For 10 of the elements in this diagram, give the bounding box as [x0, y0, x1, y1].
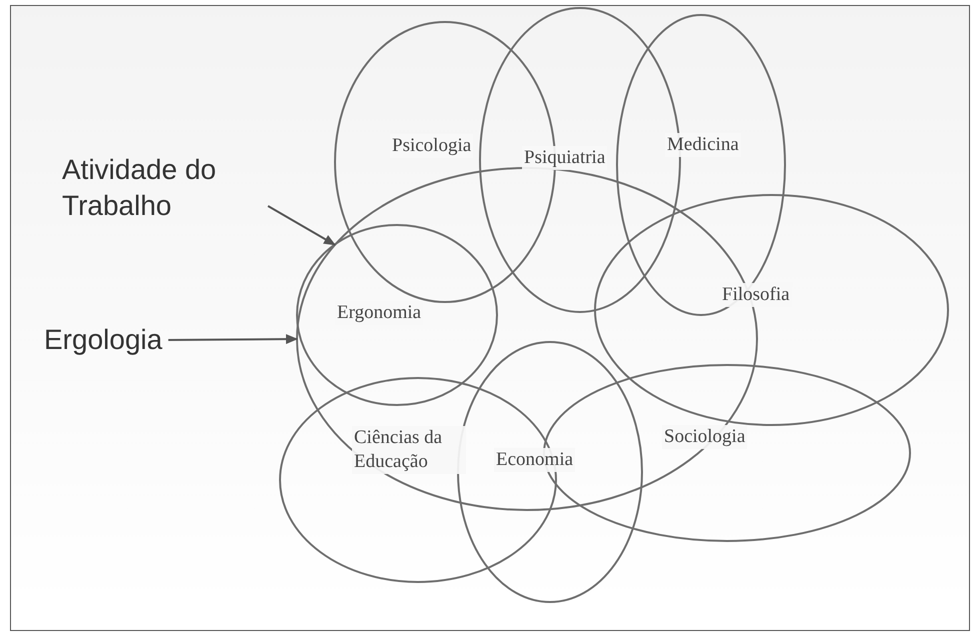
arrow — [268, 205, 336, 246]
field-label: Economia — [494, 448, 576, 472]
field-label: Psiquiatria — [522, 146, 608, 170]
field-label: Ciências da Educação — [352, 426, 466, 474]
annotation-label: Ergologia — [44, 322, 162, 358]
annotation-label: Atividade do Trabalho — [62, 152, 262, 224]
field-label: Filosofia — [720, 283, 792, 307]
field-label: Medicina — [665, 133, 741, 157]
field-label: Sociologia — [662, 425, 748, 449]
arrow — [168, 334, 298, 344]
